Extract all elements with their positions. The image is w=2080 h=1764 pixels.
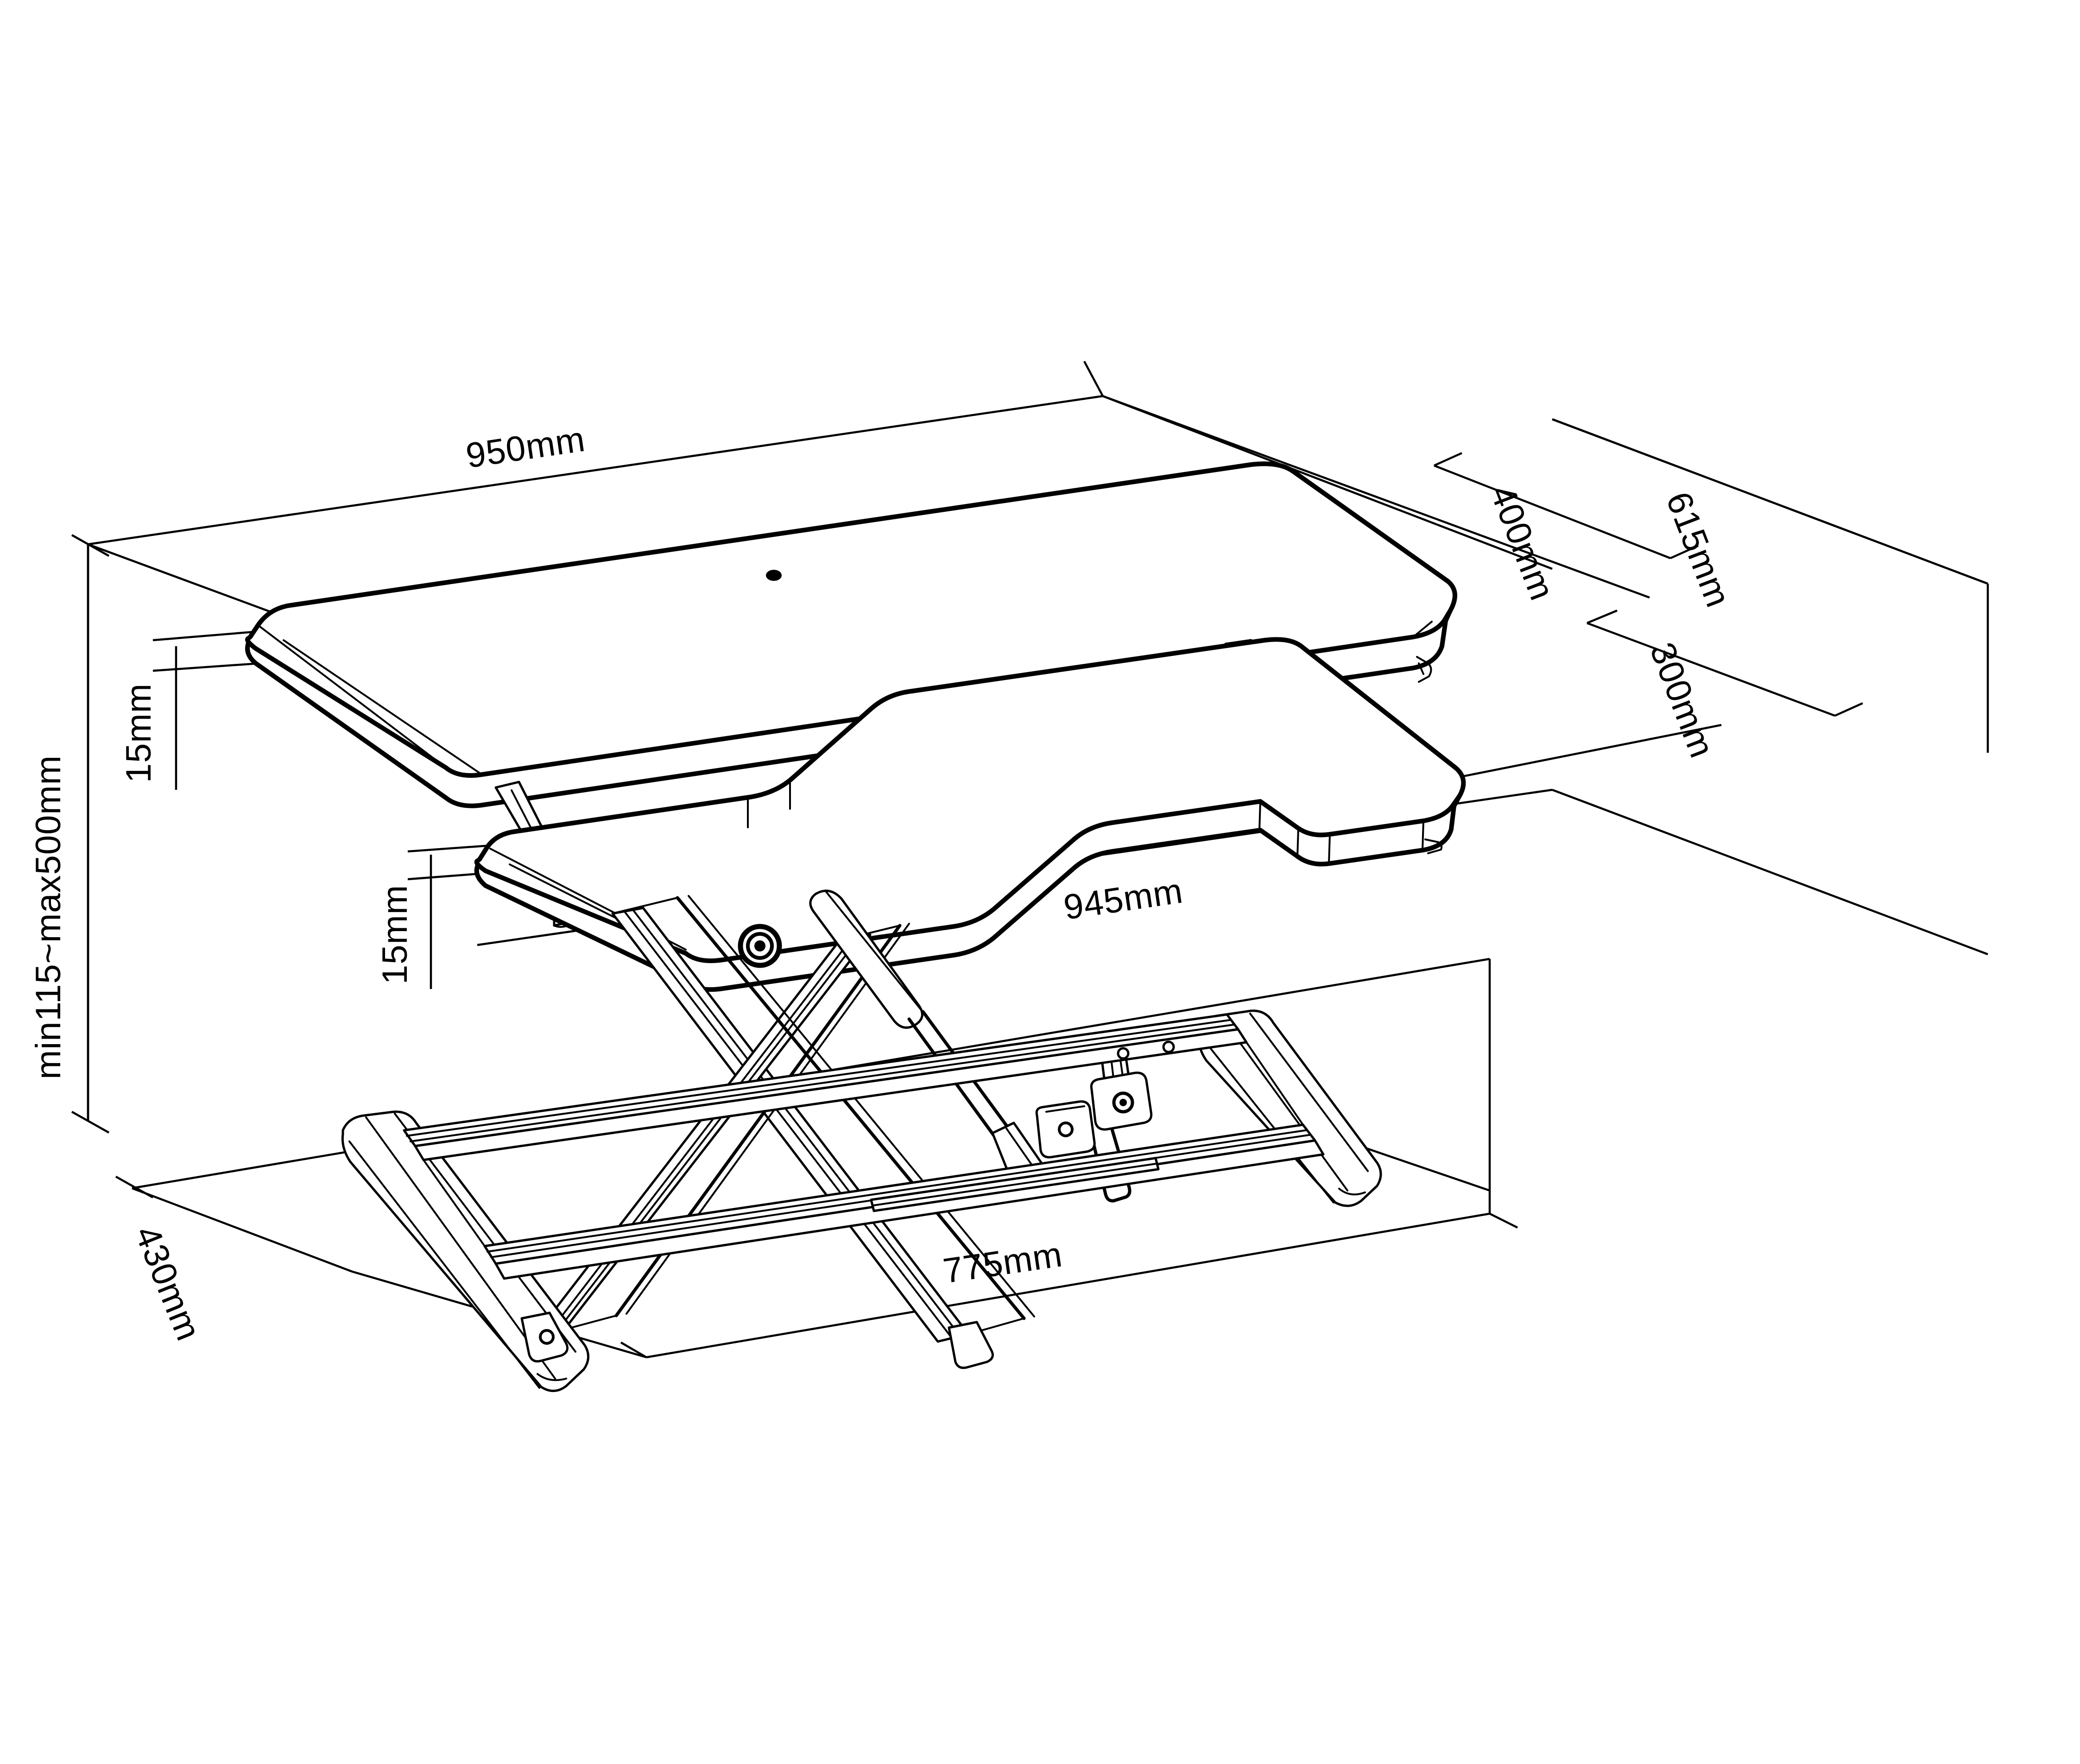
pivot-hinge bbox=[738, 924, 782, 968]
dim-label-300: 300mm bbox=[1642, 637, 1722, 763]
keyboard-tray bbox=[474, 637, 1466, 992]
dim-label-height-range: min115~max500mm bbox=[29, 755, 68, 1079]
release-lever bbox=[1090, 1032, 1153, 1203]
base-frame bbox=[341, 1009, 1382, 1392]
dim-label-430: 430mm bbox=[127, 1221, 209, 1346]
top-thickness-dimension bbox=[152, 630, 260, 790]
cable-hole bbox=[766, 570, 782, 581]
dim-label-400: 400mm bbox=[1482, 480, 1562, 606]
dim-label-945: 945mm bbox=[1061, 871, 1185, 927]
dim-label-15-tray: 15mm bbox=[375, 885, 415, 984]
dim-label-15-top: 15mm bbox=[119, 683, 158, 783]
dim-label-775: 775mm bbox=[941, 1235, 1065, 1291]
dim-label-615: 615mm bbox=[1658, 487, 1738, 613]
dim-label-950: 950mm bbox=[463, 419, 588, 475]
top-platform bbox=[245, 461, 1457, 808]
